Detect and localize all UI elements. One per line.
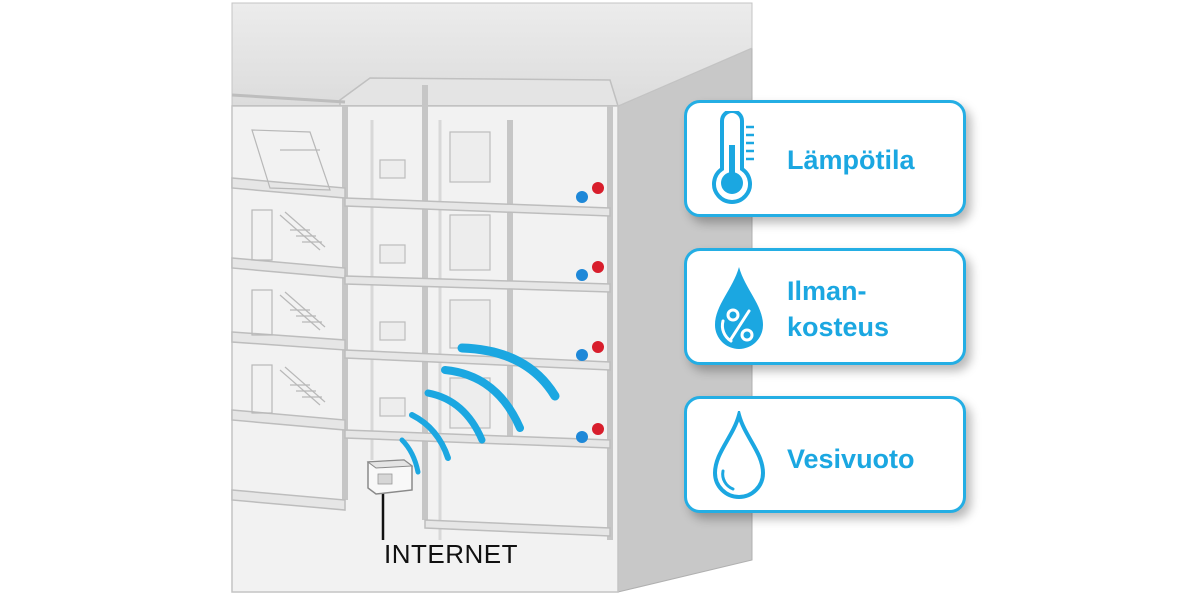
water-drop-icon [712,411,766,499]
water-leak-label: Vesivuoto [787,444,915,474]
internet-label: INTERNET [384,539,518,569]
thermometer-icon [712,111,754,204]
water-leak-card: Vesivuoto [684,396,966,513]
humidity-label: Ilman- kosteus [787,276,890,342]
temperature-card: Lämpötila [684,100,966,217]
wireless-signal-icon [399,343,560,475]
humidity-card: Ilman- kosteus [684,248,966,365]
pipe-sensors [576,182,604,443]
building-roof [231,2,753,107]
humidity-drop-icon [715,267,763,349]
temperature-label: Lämpötila [787,145,915,175]
gateway-box-icon [366,459,414,495]
